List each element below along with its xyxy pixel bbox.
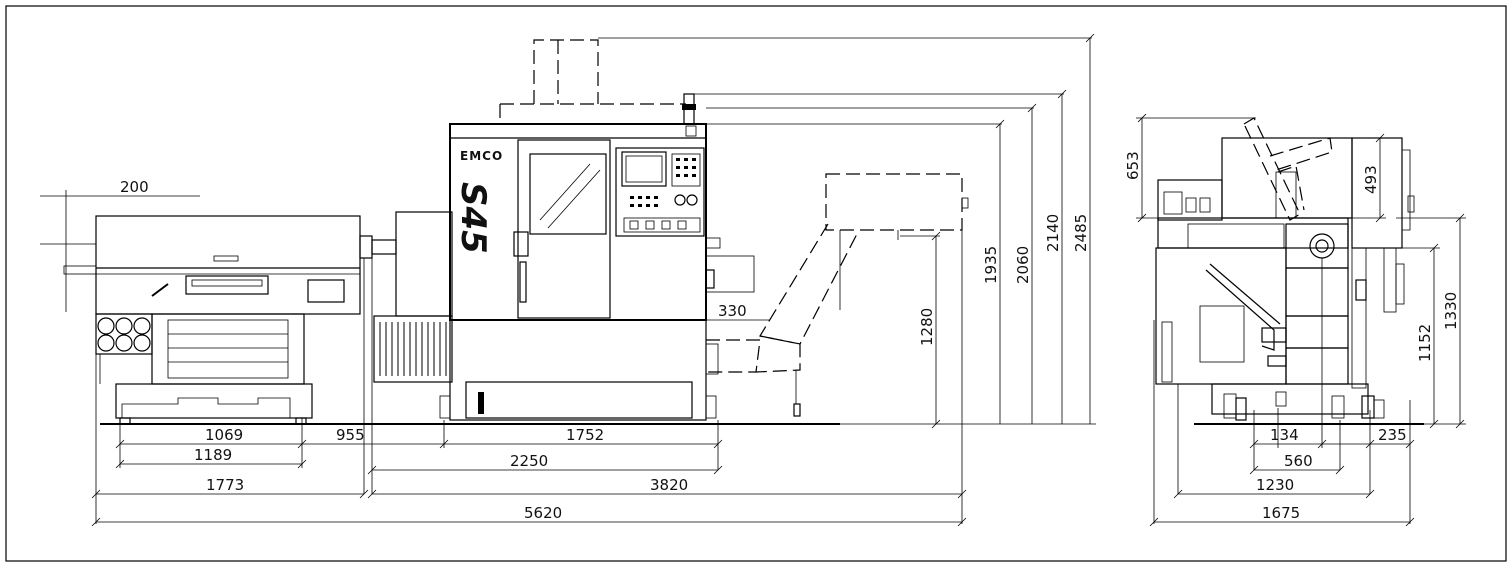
dim-235: 235 xyxy=(1378,426,1407,444)
dim-200: 200 xyxy=(120,178,149,196)
dim-1752: 1752 xyxy=(566,426,604,444)
control-panel xyxy=(615,147,705,237)
door-window xyxy=(529,153,607,235)
dim-330: 330 xyxy=(718,302,747,320)
dim-2060: 2060 xyxy=(1014,246,1032,284)
machine-door xyxy=(517,139,611,319)
electrical-cabinet xyxy=(373,211,453,383)
dim-1330: 1330 xyxy=(1442,292,1460,330)
bar-feeder-panel xyxy=(185,275,269,295)
chip-conveyor-arm xyxy=(759,223,859,345)
dim-2140: 2140 xyxy=(1044,214,1062,252)
dim-1069: 1069 xyxy=(205,426,243,444)
bar-feeder-body xyxy=(95,215,361,315)
dashed-outlines xyxy=(499,39,969,417)
dim-1230: 1230 xyxy=(1256,476,1294,494)
dim-5620: 5620 xyxy=(524,504,562,522)
lathe-body: EMCO S45 xyxy=(439,93,755,421)
dim-2250: 2250 xyxy=(510,452,548,470)
dim-493: 493 xyxy=(1362,165,1380,194)
drawing-frame xyxy=(5,5,1507,562)
dim-955: 955 xyxy=(336,426,365,444)
dim-1773: 1773 xyxy=(206,476,244,494)
dimension-lines xyxy=(40,33,1096,527)
dim-3820: 3820 xyxy=(650,476,688,494)
bar-feeder xyxy=(63,215,397,425)
dim-560: 560 xyxy=(1284,452,1313,470)
dim-1935: 1935 xyxy=(982,246,1000,284)
bar-feeder-stand xyxy=(151,313,305,385)
control-screen xyxy=(621,151,667,187)
brand-logo: EMCO xyxy=(460,149,503,163)
model-label: S45 xyxy=(453,182,493,254)
dim-1189: 1189 xyxy=(194,446,232,464)
bar-feeder-base xyxy=(115,383,313,419)
side-dashed-hood xyxy=(1243,117,1333,221)
dim-1280: 1280 xyxy=(918,308,936,346)
chip-conveyor-top xyxy=(825,173,963,231)
side-dimension-lines xyxy=(1136,113,1466,527)
dim-653: 653 xyxy=(1124,151,1142,180)
side-view: 653 493 1152 1330 134 235 560 1230 1675 xyxy=(1124,113,1466,527)
dim-1675: 1675 xyxy=(1262,504,1300,522)
bar-stock-circles xyxy=(97,317,151,352)
front-view: EMCO S45 xyxy=(40,33,1096,527)
dim-1152: 1152 xyxy=(1416,324,1434,362)
dim-2485: 2485 xyxy=(1072,214,1090,252)
dim-134: 134 xyxy=(1270,426,1299,444)
